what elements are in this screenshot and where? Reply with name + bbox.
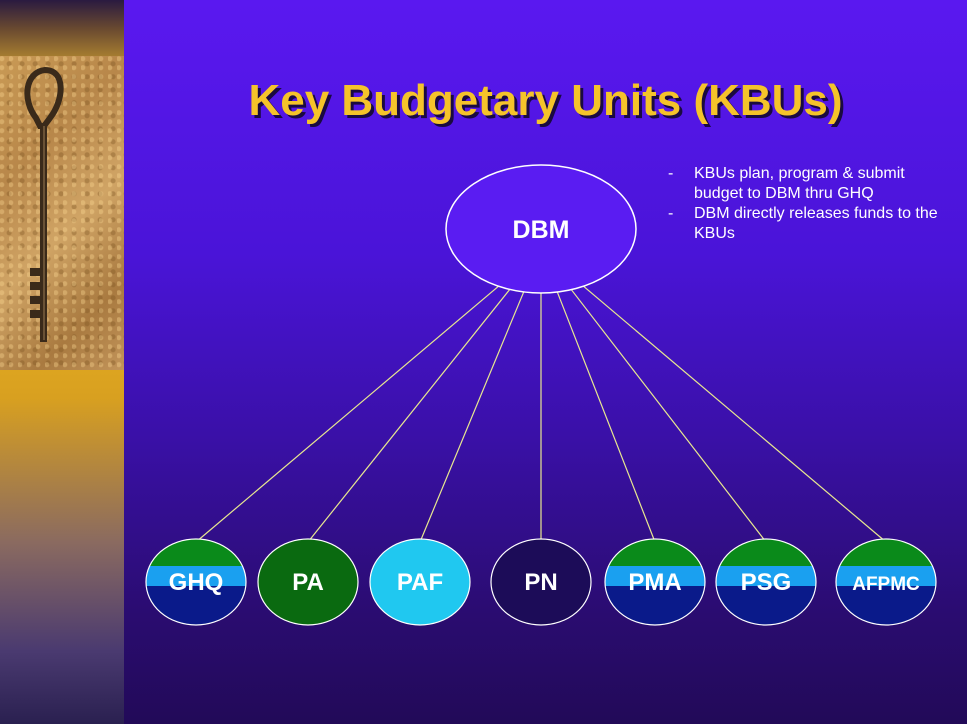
slide-title: Key Budgetary Units (KBUs)	[248, 76, 843, 125]
node-label: PA	[292, 569, 324, 596]
note-text: DBM directly releases funds to the KBUs	[694, 205, 938, 242]
node-dbm: DBM	[445, 164, 637, 294]
connector-line-psg	[567, 284, 767, 543]
node-label: PMA	[628, 569, 681, 596]
node-afpmc: AFPMC	[835, 538, 937, 626]
key-photo	[0, 56, 124, 370]
node-shape	[835, 538, 937, 626]
notes-list: - KBUs plan, program & submit budget to D…	[668, 164, 948, 244]
node-pn: PN	[490, 538, 592, 626]
node-label: PN	[524, 569, 557, 596]
node-label: GHQ	[169, 569, 224, 596]
node-label: DBM	[513, 216, 570, 244]
node-psg: PSG	[715, 538, 817, 626]
node-shape	[715, 538, 817, 626]
bullet-dash: -	[668, 205, 674, 222]
connector-line-pma	[554, 285, 656, 543]
node-label: AFPMC	[852, 574, 920, 595]
node-shape	[490, 538, 592, 626]
node-ghq: GHQ	[145, 538, 247, 626]
note-text: KBUs plan, program & submit budget to DB…	[694, 165, 905, 202]
node-shape	[445, 164, 637, 294]
connector-line-afpmc	[582, 284, 887, 543]
node-shape	[257, 538, 359, 626]
node-paf: PAF	[369, 538, 471, 626]
note-item: - DBM directly releases funds to the KBUs	[668, 204, 948, 244]
node-pa: PA	[257, 538, 359, 626]
node-shape	[145, 538, 247, 626]
connector-line-paf	[419, 285, 528, 543]
node-shape	[604, 538, 706, 626]
connector-lines	[195, 284, 887, 543]
bullet-dash: -	[668, 165, 674, 182]
note-item: - KBUs plan, program & submit budget to D…	[668, 164, 948, 204]
key-icon	[24, 66, 64, 342]
node-pma: PMA	[604, 538, 706, 626]
node-label: PSG	[741, 569, 792, 596]
connector-line-ghq	[195, 284, 500, 543]
node-shape	[369, 538, 471, 626]
node-label: PAF	[397, 569, 443, 596]
connector-line-pa	[307, 284, 514, 543]
